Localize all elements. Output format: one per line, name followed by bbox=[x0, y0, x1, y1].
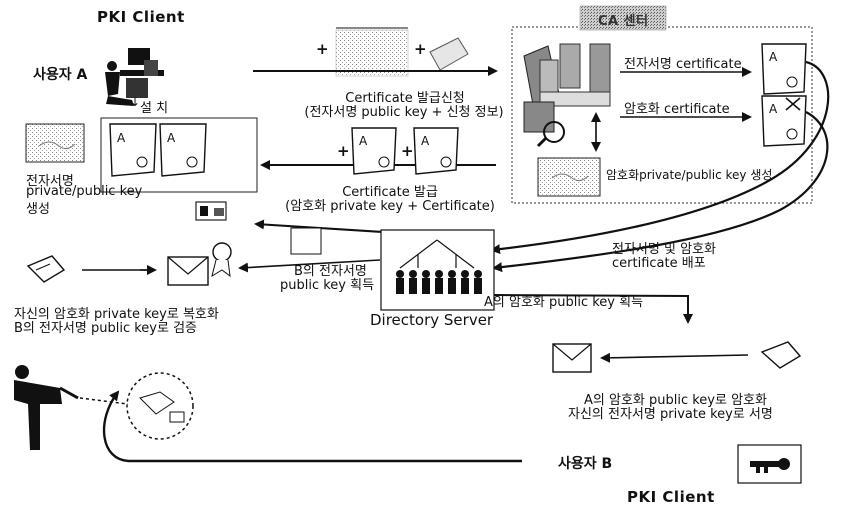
directory-server-label: Directory Server bbox=[370, 311, 493, 329]
request-key-icon bbox=[430, 38, 468, 70]
install-label: 설 치 bbox=[140, 97, 168, 116]
enc-cert-label: 암호화 certificate bbox=[624, 98, 730, 117]
cert-letter-2: A bbox=[167, 131, 175, 145]
cert-letter-4: A bbox=[421, 134, 429, 148]
install-arrow: ↓ bbox=[130, 95, 140, 109]
sign-cert-label: 전자서명 certificate bbox=[624, 53, 742, 72]
cert-letter-3: A bbox=[359, 134, 367, 148]
cert-letter-5: A bbox=[769, 50, 777, 64]
encrypt-line2: 자신의 전자서명 private key로 서명 bbox=[568, 403, 773, 422]
a-key-label: A의 암호화 public key 획득 bbox=[484, 291, 643, 310]
ca-box-label: CA 센터 bbox=[598, 10, 649, 29]
plus-1: + bbox=[316, 40, 329, 58]
cert-issue-line2: (암호화 private key + Certificate) bbox=[248, 195, 532, 214]
b-plain-doc-icon bbox=[762, 342, 800, 368]
arrow-b-row bbox=[602, 355, 748, 358]
distribute-line2: certificate 배포 bbox=[612, 252, 706, 271]
pki-client-title-bottom: PKI Client bbox=[627, 488, 715, 506]
b-public-key-box bbox=[291, 228, 321, 254]
envelope-a-icon bbox=[168, 257, 208, 285]
ca-enc-keygen-doc bbox=[538, 158, 600, 196]
request-form-icon bbox=[336, 30, 408, 76]
seal-icon bbox=[212, 243, 231, 276]
cert-letter-1: A bbox=[117, 131, 125, 145]
keygen-a-line2: private/public key bbox=[26, 184, 142, 199]
b-key-line2: public key 획득 bbox=[280, 274, 374, 293]
keygen-a-line3: 생성 bbox=[26, 198, 50, 217]
directory-server-box bbox=[381, 230, 494, 310]
decrypt-line2: B의 전자서명 public key로 검증 bbox=[14, 317, 197, 336]
user-a-label: 사용자 A bbox=[33, 64, 87, 84]
plus-2: + bbox=[414, 40, 427, 58]
pki-client-title-top: PKI Client bbox=[97, 8, 185, 26]
enc-keygen-label: 암호화private/public key 생성 bbox=[606, 166, 772, 183]
cert-request-line2: (전자서명 public key + 신청 정보) bbox=[268, 101, 540, 120]
plus-4: + bbox=[401, 142, 414, 160]
user-verify-figure bbox=[14, 365, 78, 450]
cert-letter-6: A bbox=[769, 102, 777, 116]
envelope-b-icon bbox=[553, 344, 591, 372]
user-b-label: 사용자 B bbox=[558, 453, 612, 473]
decrypted-doc-icon bbox=[28, 256, 64, 282]
plus-3: + bbox=[337, 142, 350, 160]
